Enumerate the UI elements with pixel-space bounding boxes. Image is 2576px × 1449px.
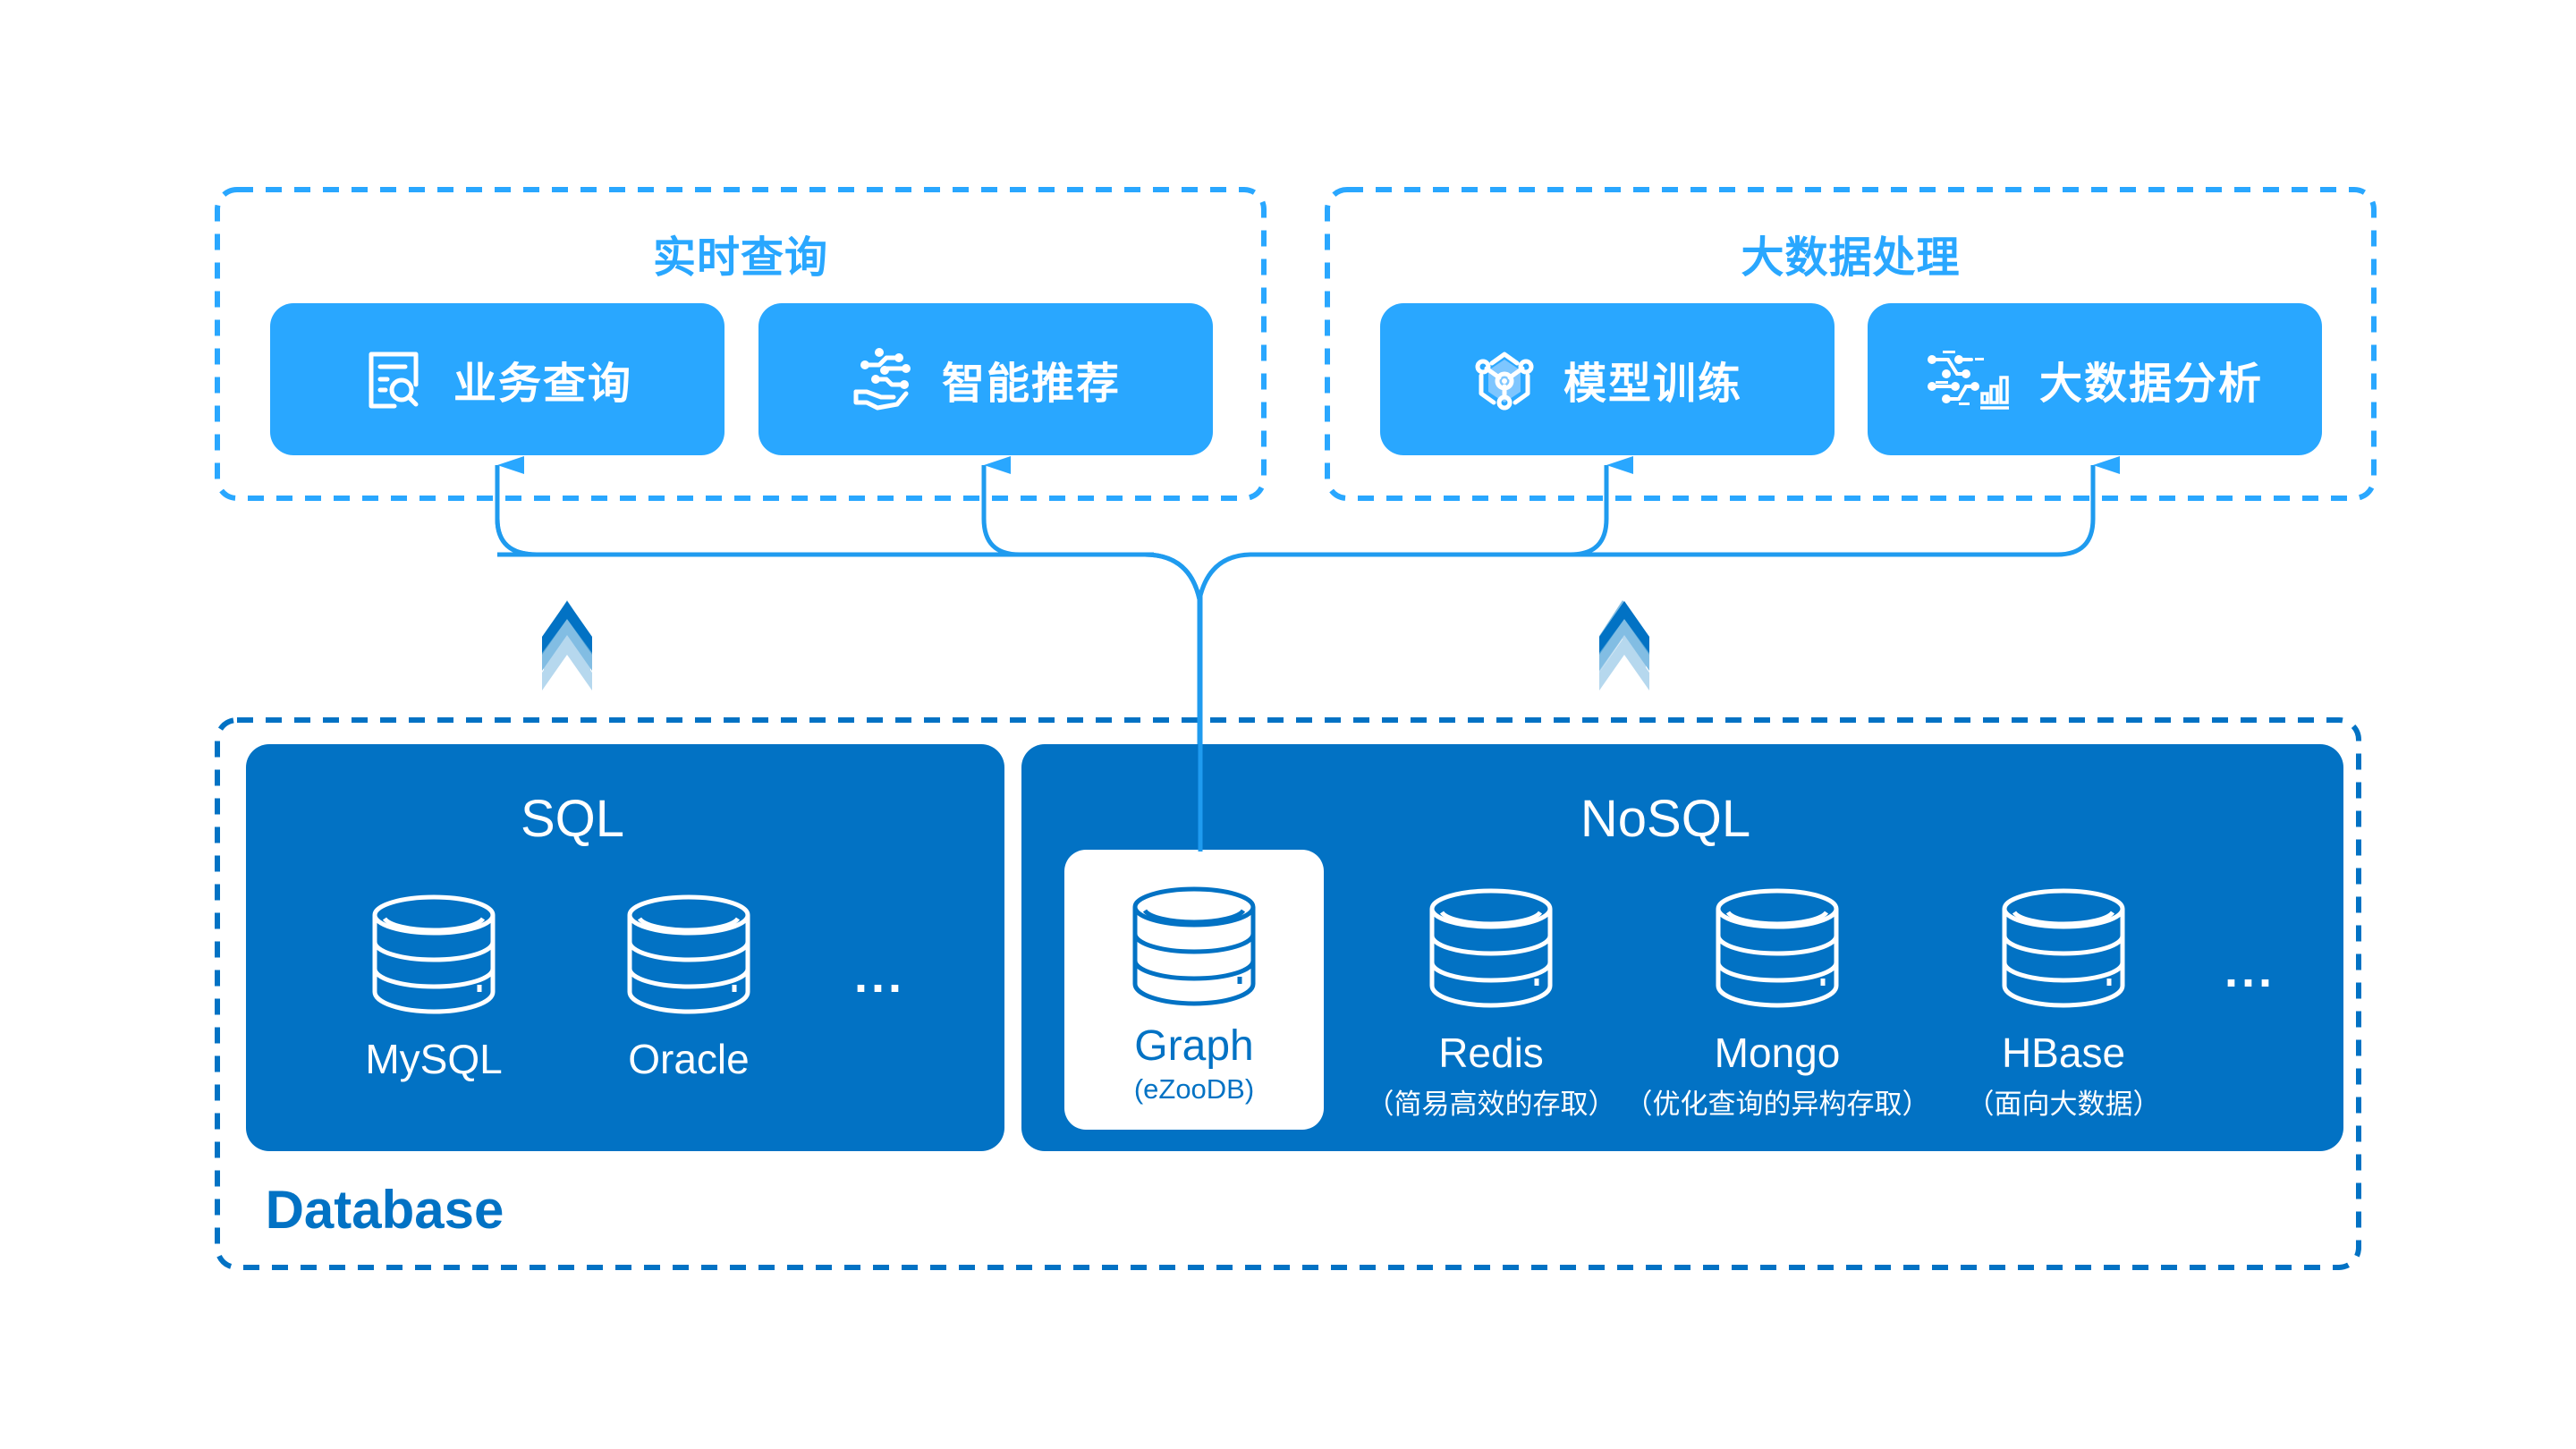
chevrons-up-icon xyxy=(542,601,592,691)
db-name-hbase: HBase xyxy=(2001,1030,2126,1076)
connector-to-card-1-riser xyxy=(495,456,538,557)
hand-network-icon xyxy=(853,348,911,411)
database-icon xyxy=(2002,888,2125,1008)
sql-panel: SQL MySQL Oracle ... xyxy=(246,744,1004,1151)
database-icon xyxy=(372,894,496,1014)
sql-title: SQL xyxy=(520,790,625,848)
database-icon xyxy=(1716,888,1839,1008)
connector-left-join xyxy=(1144,552,1202,600)
db-name-graph: Graph xyxy=(1134,1022,1254,1070)
card-big-data-analysis[interactable]: 大数据分析 xyxy=(1868,303,2322,455)
db-desc-hbase: （面向大数据） xyxy=(1966,1089,2161,1120)
card-model-training[interactable]: 模型训练 xyxy=(1380,303,1835,455)
database-frame xyxy=(215,717,2361,1270)
nosql-title: NoSQL xyxy=(1580,790,1751,848)
database-icon xyxy=(1132,886,1256,1006)
nosql-panel: NoSQL Graph (eZooDB) Redis （简易高效的存取） xyxy=(1021,744,2343,1151)
more-nosql-ellipsis: ... xyxy=(2224,944,2276,997)
db-name-mysql: MySQL xyxy=(365,1036,503,1082)
db-name-oracle: Oracle xyxy=(628,1036,750,1082)
model-cube-icon xyxy=(1475,352,1534,411)
connector-left-branch xyxy=(495,470,1202,600)
chevrons-up-icon xyxy=(1599,601,1649,691)
db-name-redis: Redis xyxy=(1438,1030,1544,1076)
card-label: 大数据分析 xyxy=(2038,360,2263,408)
card-label: 业务查询 xyxy=(453,360,632,408)
group-title-realtime-query: 实时查询 xyxy=(652,234,828,282)
more-sql-ellipsis: ... xyxy=(854,949,906,1003)
connector-trunk-overlay xyxy=(1198,590,1203,852)
database-title: Database xyxy=(265,1180,504,1240)
card-label: 智能推荐 xyxy=(941,360,1121,408)
database-icon xyxy=(627,894,750,1014)
connector-to-card-4-riser xyxy=(2056,456,2120,557)
db-name-mongo: Mongo xyxy=(1714,1030,1841,1076)
database-icon xyxy=(1429,888,1553,1008)
bigdata-frame xyxy=(1325,187,2377,501)
realtime-query-frame xyxy=(215,187,1267,501)
connector-to-card-2-riser xyxy=(981,456,1021,557)
data-analysis-icon xyxy=(1927,351,2009,410)
group-title-big-data-processing: 大数据处理 xyxy=(1741,234,1961,282)
connector-right-branch xyxy=(1197,552,2057,600)
db-desc-mongo: （优化查询的异构存取） xyxy=(1624,1089,1930,1120)
db-desc-graph: (eZooDB) xyxy=(1133,1073,1255,1105)
card-smart-recommendation[interactable]: 智能推荐 xyxy=(758,303,1213,455)
card-business-query[interactable]: 业务查询 xyxy=(270,303,724,455)
document-search-icon xyxy=(369,352,419,409)
card-label: 模型训练 xyxy=(1563,360,1742,408)
graph-ezoodb-card[interactable]: Graph (eZooDB) xyxy=(1064,850,1324,1130)
db-desc-redis: （简易高效的存取） xyxy=(1366,1089,1616,1120)
connector-to-card-3-riser xyxy=(1570,456,1633,557)
